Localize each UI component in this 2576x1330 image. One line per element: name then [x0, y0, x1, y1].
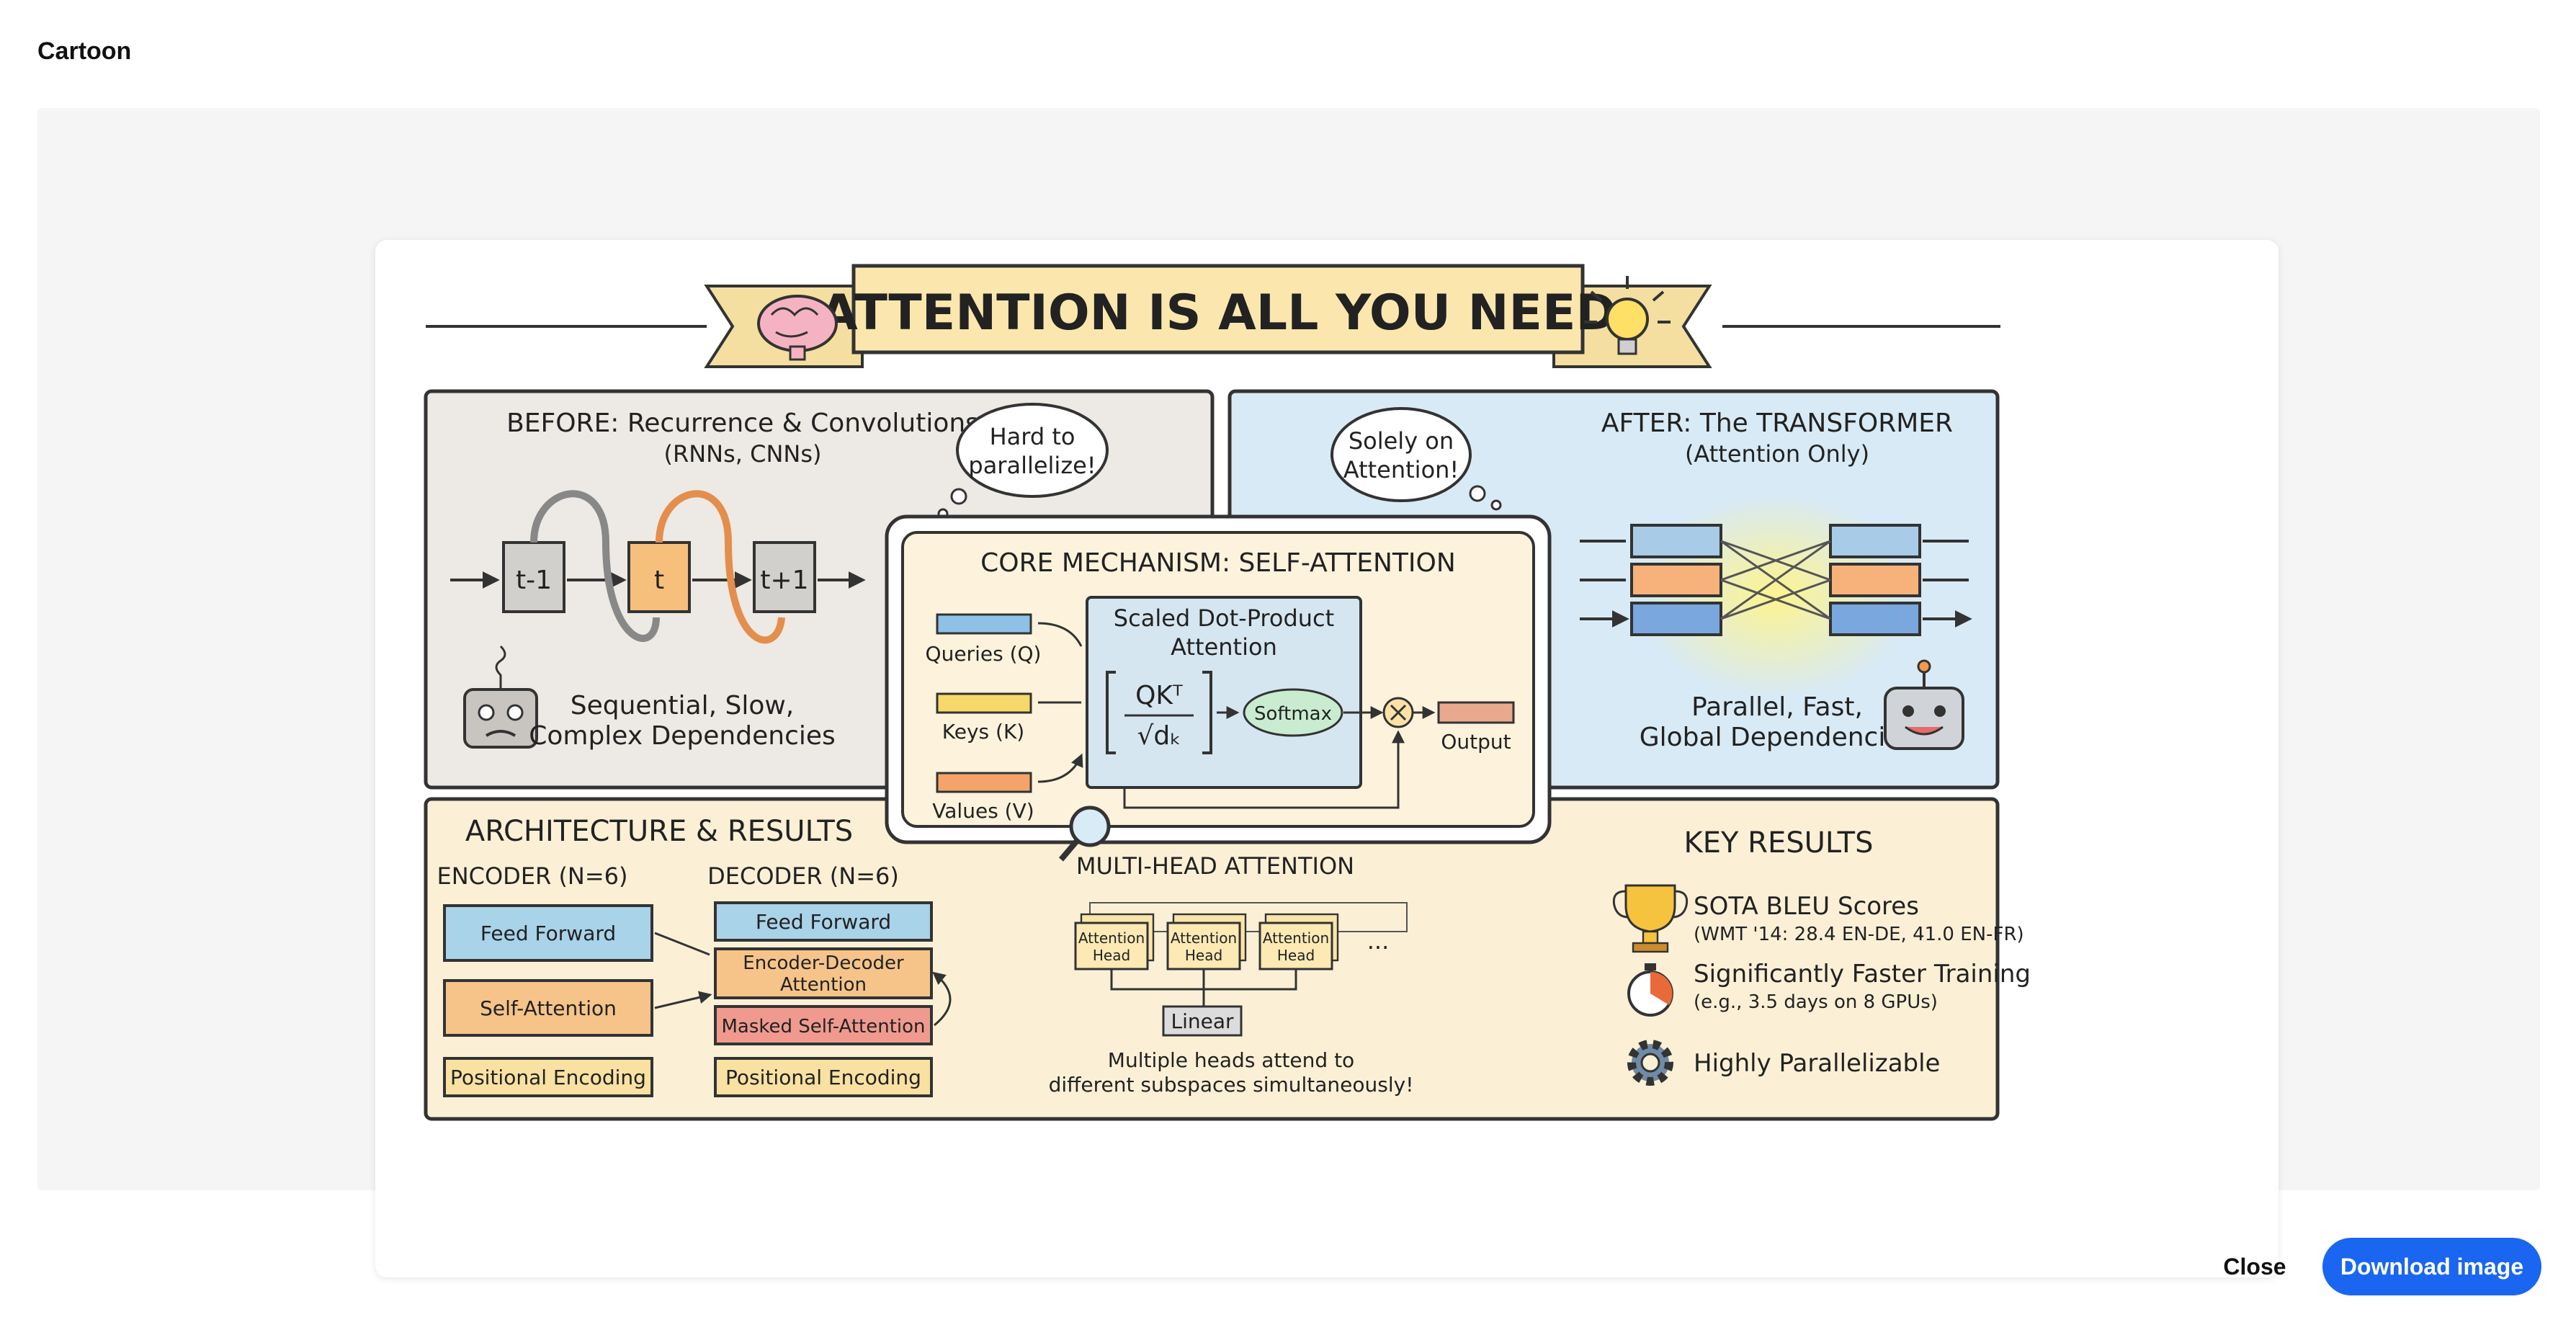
- result-1-detail: (WMT '14: 28.4 EN-DE, 41.0 EN-FR): [1694, 924, 2024, 945]
- result-2-detail: (e.g., 3.5 days on 8 GPUs): [1694, 991, 1938, 1013]
- close-button[interactable]: Close: [2204, 1238, 2305, 1295]
- rnn-step-next: t+1: [760, 566, 808, 595]
- decoder-encdec-attention-line2: Attention: [780, 974, 867, 996]
- head-2-line2: Head: [1185, 947, 1222, 964]
- encoder-self-attention: Self-Attention: [480, 996, 617, 1020]
- gear-icon: [1627, 1040, 1673, 1086]
- output-label: Output: [1441, 730, 1511, 754]
- before-caption-line2: Complex Dependencies: [529, 721, 836, 751]
- after-subheading: (Attention Only): [1685, 440, 1869, 468]
- confused-robot-icon: [463, 645, 538, 749]
- encoder-positional-encoding: Positional Encoding: [450, 1066, 646, 1089]
- architecture-heading: ARCHITECTURE & RESULTS: [465, 815, 853, 848]
- rnn-step-prev: t-1: [516, 566, 552, 595]
- lightbulb-icon: [1584, 276, 1671, 355]
- multihead-attention-diagram: MULTI-HEAD ATTENTION Attention Head Atte…: [1049, 852, 1414, 1097]
- sdpa-line2: Attention: [1171, 633, 1277, 661]
- after-bubble-line2: Attention!: [1343, 456, 1459, 483]
- banner-title: ATTENTION IS ALL YOU NEED: [820, 285, 1616, 342]
- image-preview-area: ATTENTION IS ALL YOU NEED BEFORE: Recurr…: [37, 108, 2540, 1277]
- after-caption-line1: Parallel, Fast,: [1691, 692, 1863, 722]
- results-heading: KEY RESULTS: [1684, 826, 1874, 860]
- title-banner: ATTENTION IS ALL YOU NEED: [426, 264, 2000, 368]
- brain-icon: [757, 295, 838, 361]
- decoder-masked-self-attention: Masked Self-Attention: [721, 1016, 925, 1037]
- result-1-title: SOTA BLEU Scores: [1694, 892, 1919, 921]
- values-label: Values (V): [932, 799, 1034, 823]
- formula-numerator: QKᵀ: [1135, 681, 1183, 710]
- infographic-drawing: ATTENTION IS ALL YOU NEED BEFORE: Recurr…: [424, 264, 2031, 1121]
- multihead-caption-line1: Multiple heads attend to: [1108, 1048, 1354, 1072]
- multihead-caption-line2: different subspaces simultaneously!: [1049, 1073, 1414, 1097]
- before-subheading: (RNNs, CNNs): [664, 440, 822, 468]
- queries-label: Queries (Q): [926, 642, 1042, 666]
- formula-denominator: √dₖ: [1137, 721, 1181, 751]
- encoder-label: ENCODER (N=6): [437, 862, 627, 890]
- before-caption-line1: Sequential, Slow,: [571, 691, 794, 720]
- head-3-line2: Head: [1277, 947, 1315, 964]
- encoder-feed-forward: Feed Forward: [480, 921, 616, 945]
- multihead-heading: MULTI-HEAD ATTENTION: [1076, 852, 1354, 880]
- happy-robot-icon: [1884, 659, 1964, 750]
- head-1-line1: Attention: [1078, 929, 1145, 947]
- decoder-feed-forward: Feed Forward: [756, 910, 891, 934]
- multihead-ellipsis: ...: [1367, 927, 1390, 955]
- trophy-icon: [1612, 884, 1689, 953]
- generated-image: ATTENTION IS ALL YOU NEED BEFORE: Recurr…: [375, 240, 2278, 1277]
- decoder-encdec-attention-line1: Encoder-Decoder: [743, 952, 904, 974]
- stopwatch-icon: [1627, 963, 1673, 1017]
- after-caption-line2: Global Dependencies: [1640, 723, 1915, 752]
- result-3-title: Highly Parallelizable: [1694, 1049, 1940, 1078]
- result-2-title: Significantly Faster Training: [1694, 960, 2031, 988]
- after-thought-bubble: Solely on Attention!: [1331, 407, 1502, 511]
- transformer-layers-diagram: [1580, 495, 1969, 697]
- head-3-line1: Attention: [1263, 929, 1329, 947]
- sdpa-line1: Scaled Dot-Product: [1114, 604, 1334, 632]
- before-bubble-line1: Hard to: [990, 423, 1075, 450]
- head-1-line2: Head: [1093, 947, 1130, 964]
- decoder-label: DECODER (N=6): [707, 862, 899, 890]
- before-heading: BEFORE: Recurrence & Convolutions: [506, 409, 979, 438]
- linear-label: Linear: [1171, 1009, 1234, 1033]
- core-heading: CORE MECHANISM: SELF-ATTENTION: [980, 548, 1456, 578]
- after-bubble-line1: Solely on: [1349, 427, 1454, 455]
- after-heading: AFTER: The TRANSFORMER: [1601, 409, 1953, 438]
- before-bubble-line2: parallelize!: [968, 452, 1096, 479]
- decoder-positional-encoding: Positional Encoding: [725, 1066, 921, 1089]
- download-image-button[interactable]: Download image: [2322, 1238, 2541, 1295]
- keys-label: Keys (K): [942, 720, 1024, 744]
- dialog-title: Cartoon: [37, 37, 132, 65]
- head-2-line1: Attention: [1171, 929, 1237, 947]
- rnn-step-current: t: [654, 566, 664, 595]
- key-results: KEY RESULTS SOTA BLEU Scores (WMT '14: 2…: [1612, 826, 2031, 1086]
- magnifier-icon: [1058, 805, 1111, 862]
- softmax-label: Softmax: [1254, 703, 1332, 725]
- before-thought-bubble: Hard to parallelize!: [937, 403, 1109, 519]
- rnn-sequence-diagram: t-1 t t+1: [450, 490, 866, 644]
- core-mechanism-panel: CORE MECHANISM: SELF-ATTENTION Queries (…: [885, 514, 1552, 862]
